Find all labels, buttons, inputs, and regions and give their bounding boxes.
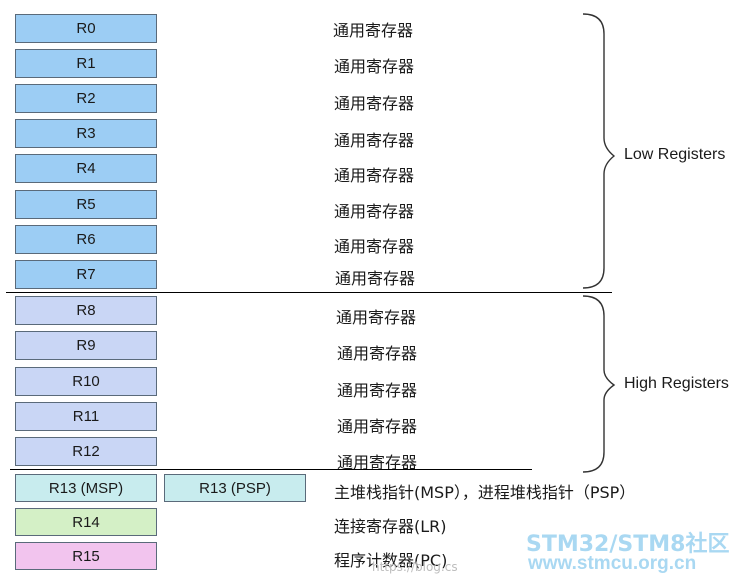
low-registers-brace <box>582 13 616 289</box>
description-r3: 通用寄存器 <box>334 131 415 150</box>
general-special-divider <box>10 469 532 470</box>
description-r15: 程序计数器(PC) <box>334 551 448 570</box>
register-r13-msp: R13 (MSP) <box>15 474 157 502</box>
description-r7: 通用寄存器 <box>335 269 416 288</box>
watermark-url: https://blog.cs <box>372 560 458 574</box>
description-r0: 通用寄存器 <box>333 21 414 40</box>
description-r5: 通用寄存器 <box>334 202 415 221</box>
register-r10: R10 <box>15 367 157 396</box>
register-r15: R15 <box>15 542 157 570</box>
register-r4: R4 <box>15 154 157 183</box>
description-r13: 主堆栈指针(MSP），进程堆栈指针（PSP） <box>334 483 636 502</box>
high-registers-brace <box>582 295 616 473</box>
description-r9: 通用寄存器 <box>337 344 418 363</box>
register-r14: R14 <box>15 508 157 536</box>
register-r6: R6 <box>15 225 157 254</box>
low-registers-label: Low Registers <box>624 146 726 163</box>
low-high-divider <box>6 292 612 293</box>
register-r12: R12 <box>15 437 157 466</box>
description-r12: 通用寄存器 <box>337 453 418 472</box>
register-r2: R2 <box>15 84 157 113</box>
high-registers-label: High Registers <box>624 375 729 392</box>
description-r14: 连接寄存器(LR) <box>334 517 447 536</box>
register-r3: R3 <box>15 119 157 148</box>
register-r0: R0 <box>15 14 157 43</box>
register-r13-psp: R13 (PSP) <box>164 474 306 502</box>
watermark-brand: STM32/STM8社区 <box>526 532 730 557</box>
register-r5: R5 <box>15 190 157 219</box>
register-r9: R9 <box>15 331 157 360</box>
register-r11: R11 <box>15 402 157 431</box>
description-r6: 通用寄存器 <box>334 237 415 256</box>
description-r2: 通用寄存器 <box>334 94 415 113</box>
register-r8: R8 <box>15 296 157 325</box>
watermark-site: www.stmcu.org.cn <box>528 553 697 574</box>
register-r1: R1 <box>15 49 157 78</box>
register-r7: R7 <box>15 260 157 289</box>
description-r11: 通用寄存器 <box>337 417 418 436</box>
description-r8: 通用寄存器 <box>336 308 417 327</box>
description-r10: 通用寄存器 <box>337 381 418 400</box>
description-r1: 通用寄存器 <box>334 57 415 76</box>
description-r4: 通用寄存器 <box>334 166 415 185</box>
